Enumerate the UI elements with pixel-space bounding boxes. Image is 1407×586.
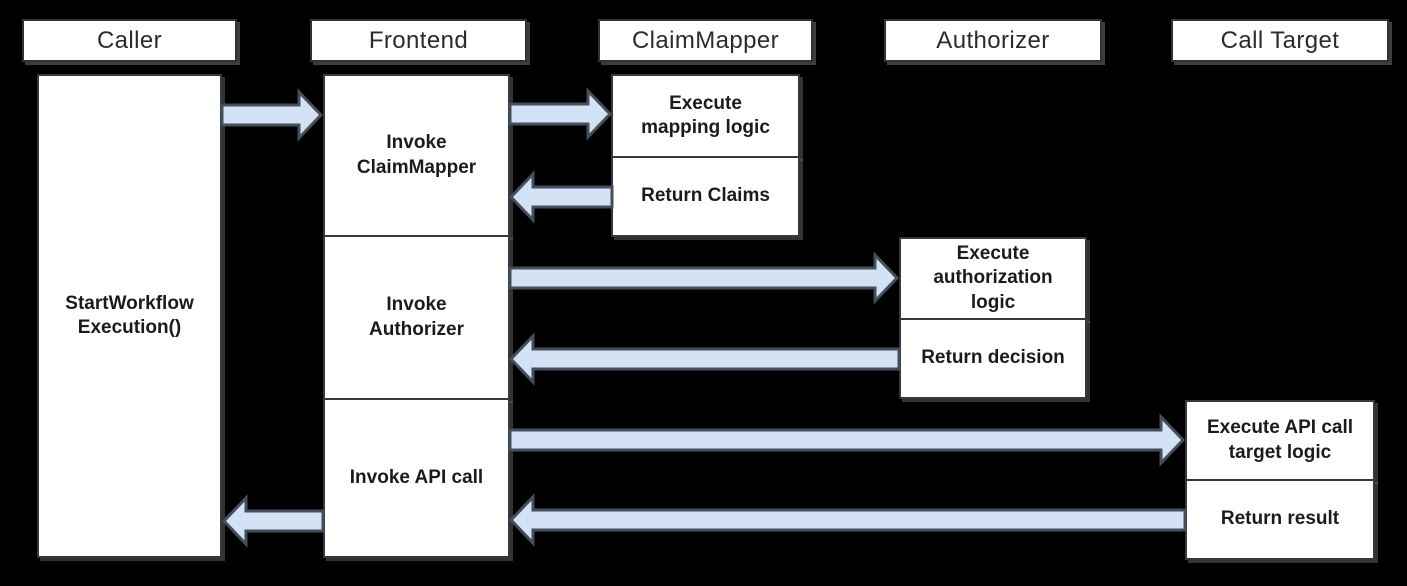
activation-frontend-invoke-api-call: Invoke API call (323, 398, 510, 558)
participant-header-authorizer: Authorizer (884, 19, 1102, 62)
activation-calltarget-return-result: Return result (1185, 479, 1375, 560)
arrow-right-icon-frontend-to-claimmapper (508, 87, 613, 141)
activation-authorizer-return-decision: Return decision (899, 318, 1087, 399)
activation-label: Execute mapping logic (641, 92, 770, 138)
participant-label: Call Target (1220, 26, 1340, 54)
arrow-left-icon-frontend-to-caller (221, 494, 325, 548)
participant-label: Authorizer (936, 26, 1050, 54)
activation-label: Invoke ClaimMapper (356, 132, 477, 178)
arrow-right-icon-caller-to-frontend (220, 88, 324, 142)
activation-label: StartWorkflow Execution() (65, 292, 194, 338)
arrow-right-icon-frontend-to-calltarget (508, 413, 1186, 467)
arrow-right-icon-frontend-to-authorizer (508, 251, 900, 305)
activation-caller-startworkflowexecution: StartWorkflow Execution() (37, 74, 222, 558)
activation-calltarget-execute-api-call-target-logic: Execute API call target logic (1185, 400, 1375, 481)
participant-label: ClaimMapper (631, 26, 780, 54)
participant-header-calltarget: Call Target (1171, 19, 1389, 62)
participant-header-caller: Caller (22, 19, 237, 62)
participant-label: Caller (96, 26, 163, 54)
activation-frontend-invoke-claimmapper: Invoke ClaimMapper (323, 74, 510, 237)
activation-label: Invoke Authorizer (369, 294, 464, 340)
activation-frontend-invoke-authorizer: Invoke Authorizer (323, 235, 510, 400)
participant-label: Frontend (368, 26, 469, 54)
participant-header-frontend: Frontend (310, 19, 527, 62)
activation-claimmapper-execute-mapping-logic: Execute mapping logic (611, 74, 800, 158)
arrow-left-icon-authorizer-to-frontend (508, 332, 901, 386)
participant-header-claimmapper: ClaimMapper (598, 19, 813, 62)
arrow-left-icon-calltarget-to-frontend (508, 493, 1187, 547)
arrow-left-icon-claimmapper-to-frontend (508, 170, 614, 224)
activation-label: Return decision (921, 347, 1065, 369)
activation-label: Execute API call target logic (1206, 417, 1354, 463)
activation-label: Return result (1220, 508, 1340, 530)
activation-claimmapper-return-claims: Return Claims (611, 156, 800, 237)
activation-label: Return Claims (641, 185, 770, 207)
activation-label: Execute authorization logic (933, 243, 1053, 313)
activation-authorizer-execute-authorization-logic: Execute authorization logic (899, 237, 1087, 320)
activation-label: Invoke API call (349, 466, 484, 488)
